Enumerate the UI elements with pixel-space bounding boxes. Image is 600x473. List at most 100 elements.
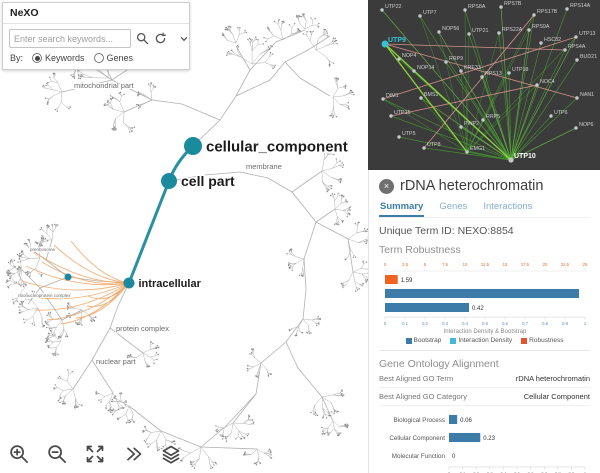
gene-node[interactable] xyxy=(549,114,553,118)
gene-label[interactable]: RPS9A xyxy=(532,24,550,30)
gene-node[interactable] xyxy=(412,69,416,73)
term-label[interactable]: membrane xyxy=(245,161,283,172)
gene-label[interactable]: RRP5 xyxy=(486,114,500,120)
gene-node[interactable] xyxy=(497,31,501,35)
term-node[interactable] xyxy=(64,273,72,281)
gene-label[interactable]: UTP15 xyxy=(394,110,411,116)
term-node-label[interactable]: cellular_component xyxy=(205,137,350,157)
term-node[interactable] xyxy=(184,137,202,155)
term-label[interactable]: preribosome xyxy=(29,246,57,253)
term-node[interactable] xyxy=(161,173,177,189)
tab-summary[interactable]: Summary xyxy=(379,201,425,217)
gene-node[interactable] xyxy=(480,75,484,79)
gene-node[interactable] xyxy=(508,157,514,163)
gene-label[interactable]: NOP14 xyxy=(417,65,434,71)
gene-label[interactable]: KRE33 xyxy=(464,65,481,71)
term-label[interactable]: nuclear part xyxy=(95,356,138,367)
gene-label[interactable]: UTP5 xyxy=(402,131,416,137)
gene-label[interactable]: EMG1 xyxy=(470,146,485,152)
gene-node[interactable] xyxy=(418,14,422,18)
gene-label[interactable]: RPS4A xyxy=(568,44,586,50)
gene-node[interactable] xyxy=(565,7,569,11)
term-label[interactable]: protein complex xyxy=(115,323,170,334)
gene-node[interactable] xyxy=(397,135,401,139)
gene-label[interactable]: UTP6 xyxy=(554,110,568,116)
expand-all-button[interactable] xyxy=(120,442,146,468)
gene-label[interactable]: UTP18 xyxy=(512,67,529,73)
gene-node[interactable] xyxy=(527,28,531,32)
gene-node[interactable] xyxy=(481,118,485,122)
gene-label[interactable]: NOP6 xyxy=(579,122,593,128)
gene-node[interactable] xyxy=(381,97,385,101)
gene-label[interactable]: UTP13 xyxy=(579,31,596,37)
gene-label[interactable]: UTP9 xyxy=(388,37,406,44)
gene-label[interactable]: RPS13 xyxy=(485,71,502,77)
gene-node[interactable] xyxy=(535,83,539,87)
gene-node[interactable] xyxy=(459,69,463,73)
zoom-in-button[interactable] xyxy=(6,442,32,468)
gene-node[interactable] xyxy=(574,126,578,130)
search-icon[interactable] xyxy=(136,32,149,45)
gene-node[interactable] xyxy=(507,71,511,75)
gene-label[interactable]: DIM1 xyxy=(386,93,399,99)
tab-genes[interactable]: Genes xyxy=(439,201,468,212)
gene-node[interactable] xyxy=(575,96,579,100)
search-input[interactable] xyxy=(9,29,131,48)
gene-node[interactable] xyxy=(463,8,467,12)
gene-label[interactable]: NOC4 xyxy=(540,79,555,85)
term-label[interactable]: ribonucleoprotein complex xyxy=(17,292,72,299)
gene-node[interactable] xyxy=(467,32,471,36)
term-label[interactable]: mitochondrial part xyxy=(73,80,136,91)
gene-node[interactable] xyxy=(465,150,469,154)
gene-label[interactable]: HSC82 xyxy=(544,37,561,43)
gene-node[interactable] xyxy=(563,48,567,52)
gene-label[interactable]: NOP56 xyxy=(442,26,459,32)
gene-label[interactable]: NOP4 xyxy=(402,53,416,59)
gene-label[interactable]: UTP10 xyxy=(514,153,536,160)
layers-button[interactable] xyxy=(158,442,184,468)
gene-label[interactable]: RPS14A xyxy=(570,3,591,9)
gene-label[interactable]: UTP21 xyxy=(472,28,489,34)
gene-label[interactable]: RPS17B xyxy=(537,9,558,15)
gene-node[interactable] xyxy=(419,96,423,100)
gene-node[interactable] xyxy=(532,13,536,17)
tab-interactions[interactable]: Interactions xyxy=(483,201,533,212)
gene-node[interactable] xyxy=(499,5,503,9)
gene-label[interactable]: BMS1 xyxy=(424,92,438,98)
gene-node[interactable] xyxy=(459,125,463,129)
radio-keywords[interactable]: Keywords xyxy=(32,53,85,63)
gene-node[interactable] xyxy=(444,60,448,64)
gene-label[interactable]: RPS7B xyxy=(504,1,522,7)
gene-node[interactable] xyxy=(539,41,543,45)
gene-label[interactable]: NAN1 xyxy=(580,92,594,98)
gene-node[interactable] xyxy=(422,146,426,150)
fit-to-screen-button[interactable] xyxy=(82,442,108,468)
gene-label[interactable]: RPS22A xyxy=(502,27,523,33)
gene-label[interactable]: RPS8A xyxy=(468,4,486,10)
close-icon[interactable]: × xyxy=(379,178,394,194)
gene-node[interactable] xyxy=(574,35,578,39)
gene-node[interactable] xyxy=(575,58,579,62)
term-node[interactable] xyxy=(123,277,135,289)
gene-node[interactable] xyxy=(389,114,393,118)
gene-label[interactable]: RRP9 xyxy=(449,56,463,62)
term-node-label[interactable]: intracellular xyxy=(137,276,203,291)
chevron-down-icon[interactable] xyxy=(179,34,189,44)
gene-label[interactable]: UTP22 xyxy=(385,4,402,10)
gene-label[interactable]: UTP7 xyxy=(423,10,437,16)
gene-node[interactable] xyxy=(397,57,401,61)
gene-label[interactable]: PWP2 xyxy=(464,121,479,127)
radio-genes[interactable]: Genes xyxy=(93,53,133,63)
zoom-out-button[interactable] xyxy=(44,442,70,468)
gene-node[interactable] xyxy=(381,40,389,48)
gene-label[interactable]: BUD21 xyxy=(580,54,597,60)
gene-label[interactable]: UTP8 xyxy=(427,142,441,148)
reset-icon[interactable] xyxy=(154,32,167,45)
gene-node[interactable] xyxy=(380,8,384,12)
term-node-label[interactable]: cell part xyxy=(180,171,237,190)
gene-node[interactable] xyxy=(437,30,441,34)
